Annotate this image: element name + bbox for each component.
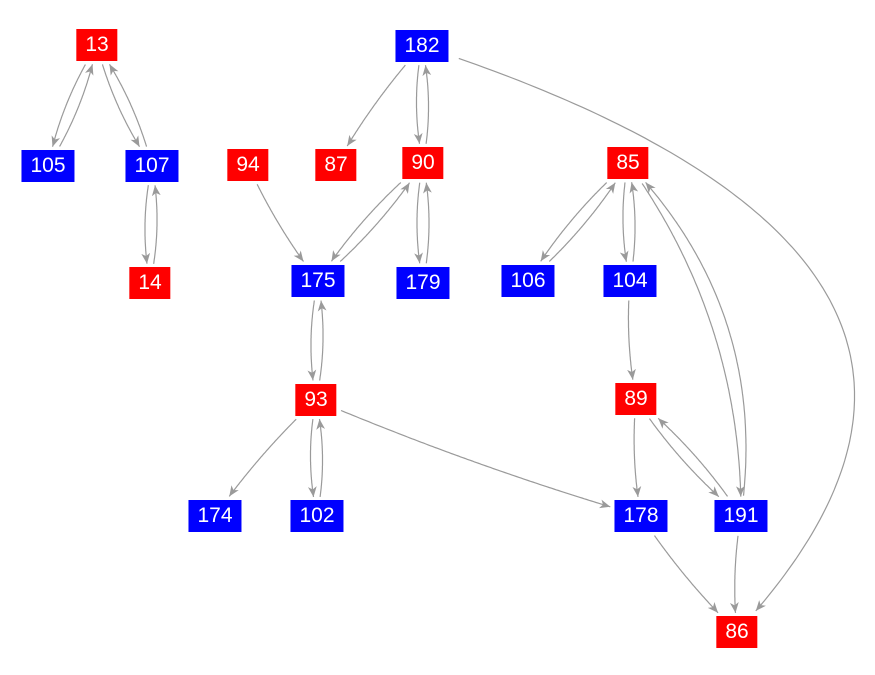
graph-edge-93-175: [317, 300, 327, 381]
graph-edge-85-104: [619, 182, 629, 262]
graph-node-87: 87: [315, 149, 357, 181]
graph-edge-14-107: [151, 185, 161, 264]
graph-edge-89-178: [632, 418, 642, 497]
edge-group: [51, 57, 856, 614]
graph-node-178: 178: [614, 500, 668, 532]
graph-edge-182-87: [346, 64, 406, 147]
graph-node-90: 90: [402, 147, 444, 179]
graph-edge-178-86: [654, 535, 719, 614]
graph-node-14: 14: [129, 267, 171, 299]
graph-edge-94-175: [256, 184, 304, 262]
graph-node-94: 94: [227, 149, 269, 181]
graph-node-104: 104: [603, 265, 657, 297]
graph-edge-89-191: [649, 418, 720, 498]
graph-edge-191-89: [657, 417, 728, 497]
graph-node-85: 85: [607, 147, 649, 179]
graph-edge-106-85: [548, 182, 616, 262]
graph-node-93: 93: [295, 384, 337, 416]
graph-node-106: 106: [501, 265, 555, 297]
graph-edge-104-85: [629, 182, 639, 262]
graph-node-86: 86: [716, 616, 758, 648]
graph-edge-104-89: [627, 300, 636, 380]
graph-edge-182-86: [458, 57, 856, 612]
graph-node-175: 175: [291, 265, 345, 297]
graph-edge-90-182: [422, 65, 432, 144]
graph-edge-102-93: [316, 418, 326, 497]
graph-edge-175-90: [339, 182, 411, 262]
graph-edge-191-86: [729, 535, 739, 613]
graph-edge-93-174: [228, 418, 297, 497]
graph-node-105: 105: [21, 150, 75, 182]
graph-edge-191-85: [645, 182, 747, 496]
graph-edge-90-179: [414, 182, 423, 264]
graph-node-174: 174: [188, 500, 242, 532]
graph-node-191: 191: [714, 500, 768, 532]
graph-edge-182-90: [413, 65, 423, 144]
graph-edge-179-90: [423, 182, 432, 264]
graph-edge-107-14: [141, 185, 151, 264]
graph-edge-90-175: [330, 182, 402, 262]
graph-edge-175-93: [307, 300, 317, 381]
graph-edge-13-107: [101, 64, 141, 147]
graph-node-182: 182: [395, 30, 449, 62]
graph-node-179: 179: [396, 267, 450, 299]
graph-node-13: 13: [76, 29, 118, 61]
graph-edge-85-106: [540, 182, 608, 262]
graph-node-107: 107: [125, 150, 179, 182]
graph-edge-107-13: [108, 64, 148, 147]
graph-edge-93-102: [307, 419, 317, 498]
graph-node-89: 89: [615, 383, 657, 415]
graph-edge-93-178: [340, 409, 611, 509]
graph-edge-85-191: [641, 183, 745, 497]
graph-edge-105-13: [59, 64, 94, 147]
graph-edge-13-105: [51, 64, 86, 147]
graph-node-102: 102: [290, 500, 344, 532]
